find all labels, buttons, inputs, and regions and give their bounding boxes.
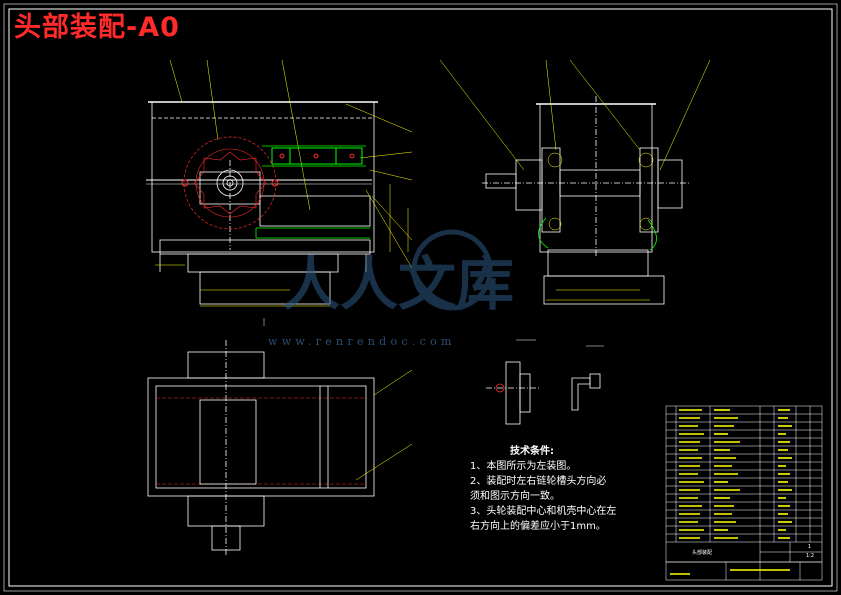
- title-block-sheet: 1: [808, 544, 812, 550]
- parts-list-grid: [666, 406, 822, 543]
- drawing-title: 头部装配-A0: [14, 12, 180, 43]
- tech-note-line: 须和图示方向一致。: [470, 491, 560, 502]
- side-view: [439, 59, 711, 305]
- title-block-drawing-name: 头部装配: [692, 550, 713, 556]
- watermark-logo: 人人文库: [282, 229, 514, 318]
- tech-note-line: 右方向上的偏差应小于1mm。: [470, 521, 606, 532]
- parts-list-text-marks: [670, 409, 792, 575]
- detail-views: [486, 339, 604, 425]
- technical-notes: 技术条件: 1、本图所示为左装图。 2、装配时左右链轮槽头方向必 须和图示方向一…: [470, 444, 670, 534]
- tech-note-line: 1、本图所示为左装图。: [470, 461, 577, 472]
- title-block: [665, 405, 823, 581]
- plan-view: [147, 340, 413, 556]
- front-view: [146, 59, 413, 326]
- inner-border: [8, 8, 833, 587]
- title-block-scale: 1:2: [806, 553, 815, 559]
- tech-note-line: 2、装配时左右链轮槽头方向必: [470, 476, 607, 487]
- tech-notes-heading: 技术条件:: [510, 446, 554, 457]
- sprocket-assembly: [181, 136, 370, 239]
- watermark-url: www.renrendoc.com: [268, 335, 456, 348]
- tech-note-line: 3、头轮装配中心和机壳中心在左: [470, 506, 617, 517]
- outer-border: [3, 3, 838, 592]
- svg-text:人人文库: 人人文库: [282, 250, 514, 318]
